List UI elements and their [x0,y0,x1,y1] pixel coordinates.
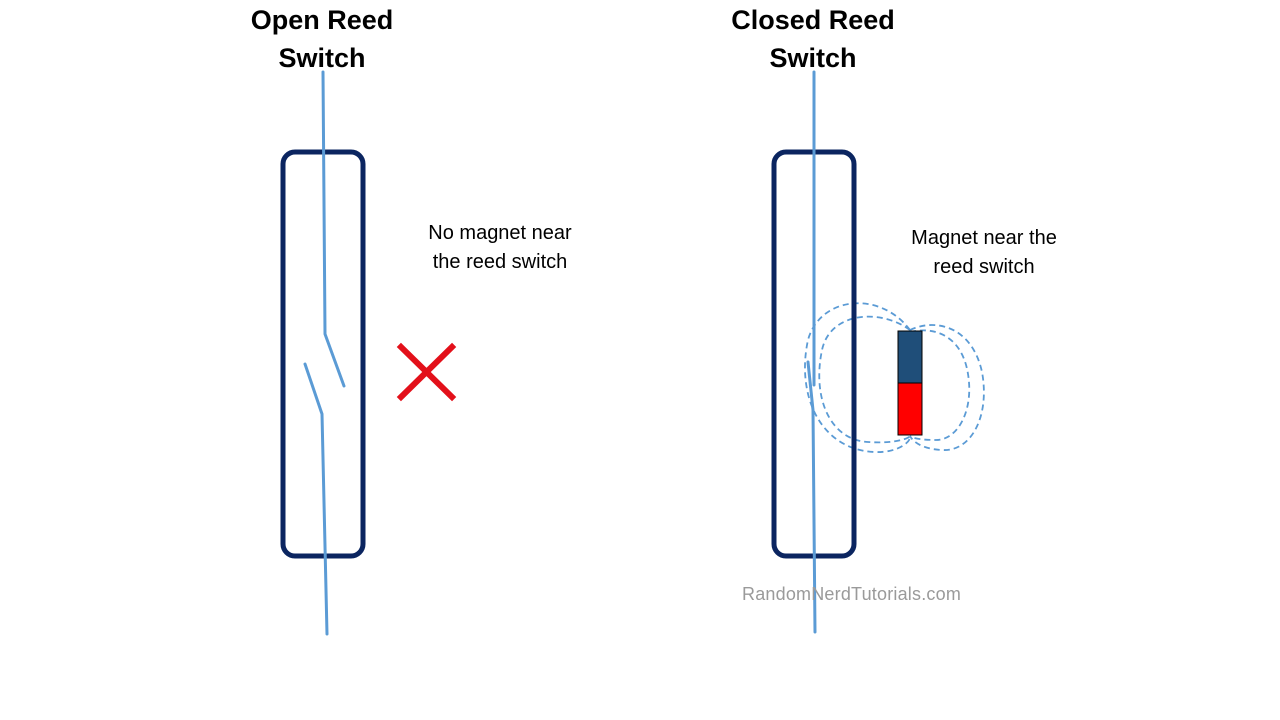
open-switch-title-line2: Switch [278,43,366,73]
magnetic-field-lines [804,302,985,453]
open-switch-title: Open Reed Switch [202,1,442,77]
bar-magnet [897,330,923,436]
open-switch-bottom-reed [303,362,329,636]
open-reed-switch [280,70,457,636]
closed-switch-title-line1: Closed Reed [731,5,895,35]
closed-switch-title: Closed Reed Switch [693,1,933,77]
closed-switch-caption: Magnet near the reed switch [864,224,1104,282]
magnet-south-pole [897,382,923,436]
watermark: RandomNerdTutorials.com [742,584,962,604]
magnet-north-pole [897,330,923,384]
closed-switch-bottom-reed [806,360,817,634]
open-switch-title-line1: Open Reed [250,5,394,35]
open-switch-caption-line2: the reed switch [432,251,568,273]
open-switch-top-reed [321,70,346,388]
closed-switch-caption-line2: reed switch [933,256,1035,278]
closed-switch-title-line2: Switch [769,43,857,73]
x-mark-icon [396,342,457,402]
open-switch-caption-line1: No magnet near [428,222,572,244]
closed-switch-caption-line1: Magnet near the [911,227,1057,249]
closed-reed-switch [771,70,985,634]
open-switch-caption: No magnet near the reed switch [380,219,620,277]
